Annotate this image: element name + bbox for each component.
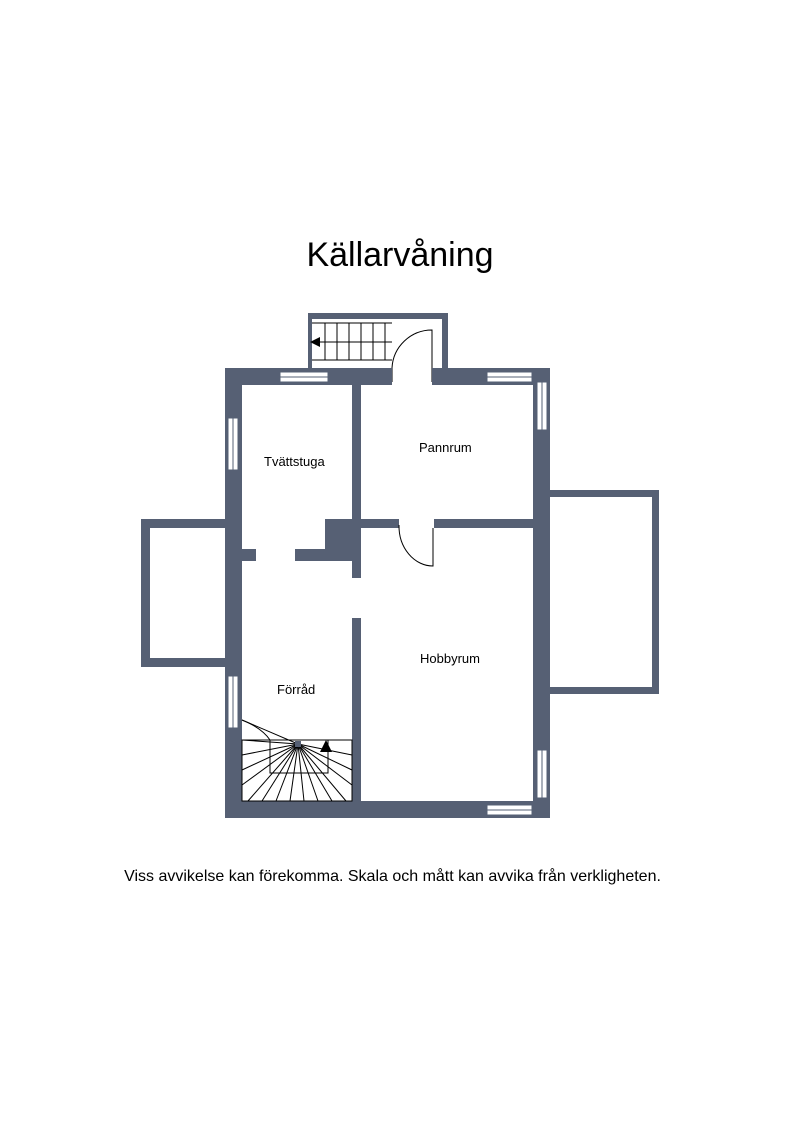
spiral-stair-center: [295, 741, 301, 747]
room-label-hobbyrum: Hobbyrum: [420, 651, 480, 666]
entrance-door-swing: [391, 329, 433, 382]
stairwell-wall-right: [442, 313, 448, 371]
exterior-walls: [225, 368, 550, 818]
floor-title: Källarvåning: [306, 236, 494, 274]
left-light-well: [141, 519, 225, 667]
room-label-forrad: Förråd: [277, 682, 315, 697]
stair-arrow-up-icon: [320, 740, 332, 752]
entrance-stair-treads: [312, 322, 392, 361]
interior-walls: [242, 385, 533, 801]
windows: [227, 371, 548, 816]
entrance-stairwell: [308, 313, 448, 382]
interior-door-swing: [398, 524, 434, 567]
stairwell-wall-top: [308, 313, 448, 319]
right-light-well: [550, 490, 659, 694]
room-label-pannrum: Pannrum: [419, 440, 472, 455]
room-label-tvattstuga: Tvättstuga: [264, 454, 325, 469]
spiral-staircase: [241, 719, 353, 802]
stair-arrow-left-icon: [310, 337, 320, 347]
disclaimer-text: Viss avvikelse kan förekomma. Skala och …: [124, 868, 661, 885]
